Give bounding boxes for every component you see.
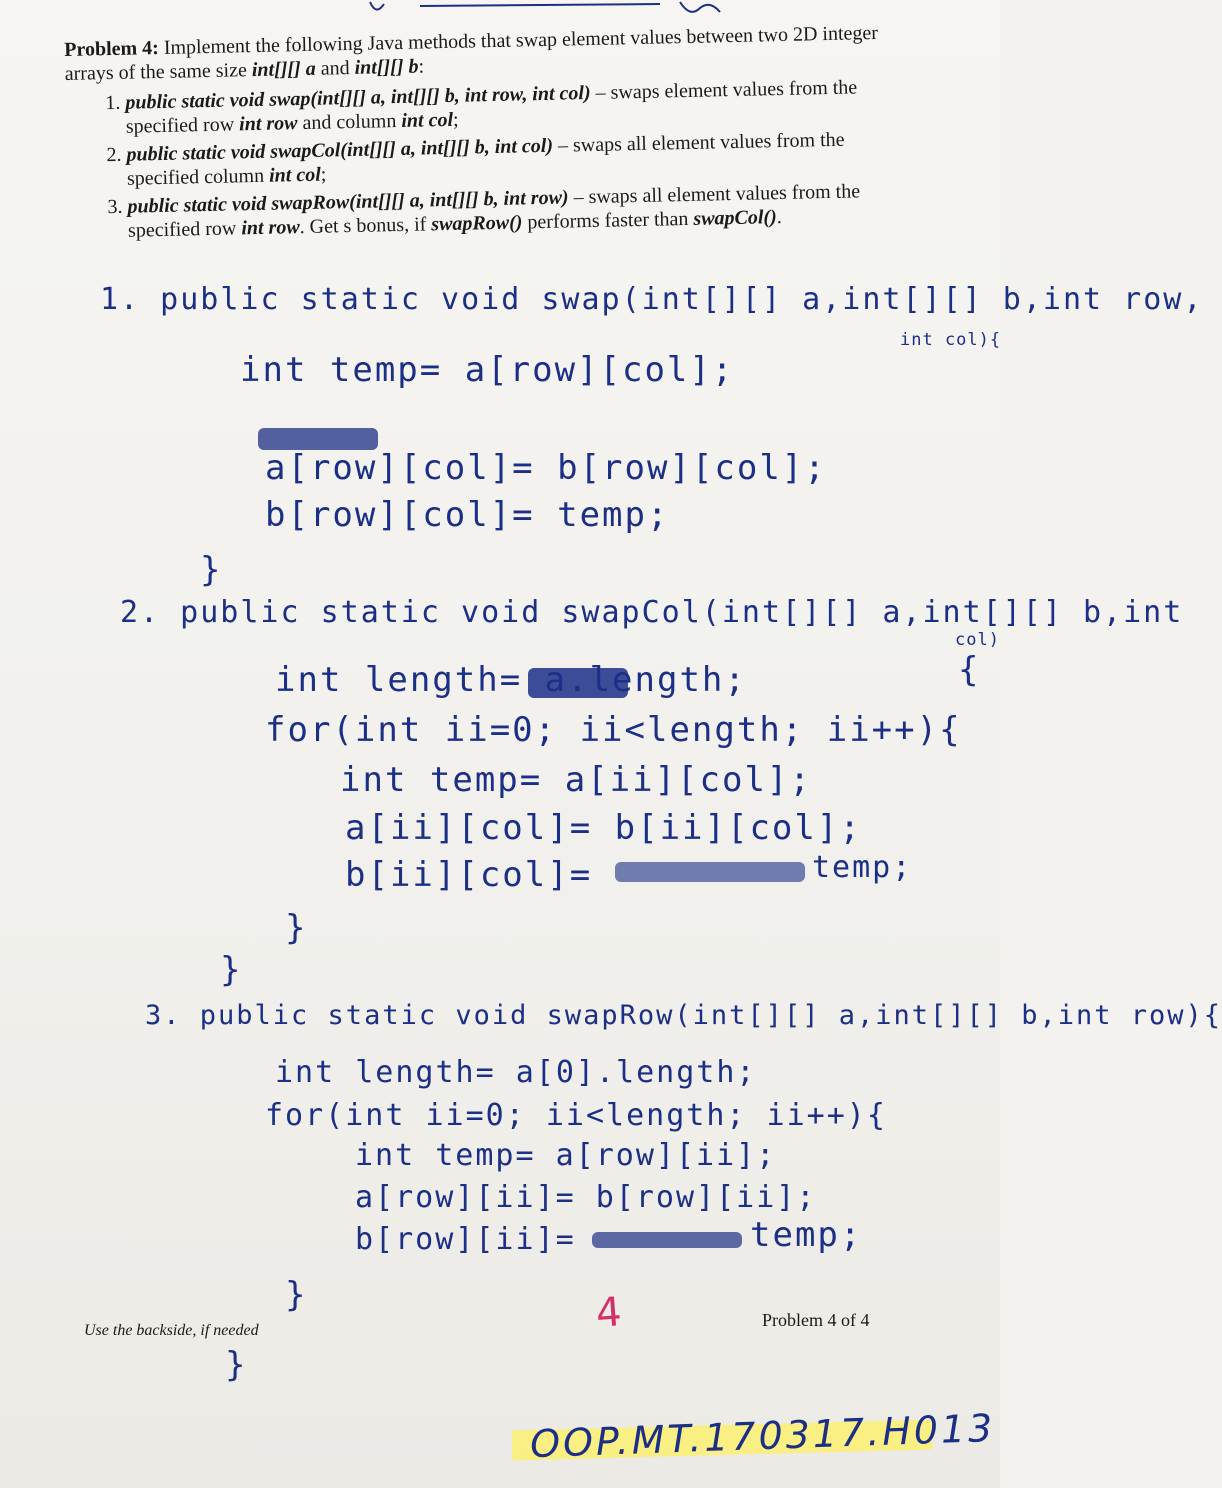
problem-statement: Problem 4: Implement the following Java … (64, 20, 918, 248)
answer2-temp-value: temp; (812, 850, 913, 885)
crossed-out-scribble (528, 668, 628, 698)
answer2-signature-cont: col) (955, 630, 1000, 650)
exam-id-stamp: OOP.MT.170317.H013 (529, 1405, 997, 1467)
answer3-for-line: for(int ii=0; ii<length; ii++){ (265, 1098, 887, 1133)
footer-backside-note: Use the backside, if needed (84, 1322, 259, 1339)
answer3-signature: 3. public static void swapRow(int[][] a,… (145, 1000, 1222, 1031)
answer2-for-line: for(int ii=0; ii<length; ii++){ (265, 710, 962, 750)
problem-heading: Problem 4: (64, 37, 160, 61)
crossed-out-scribble (615, 862, 805, 882)
answer1-assign-a: a[row][col]= b[row][col]; (265, 448, 827, 488)
answer2-close-brace: } (220, 950, 243, 990)
answer2-temp-line: int temp= a[ii][col]; (340, 760, 812, 800)
top-scribble-mark (369, 1, 721, 13)
answer2-length-line: int length= a.length; (275, 660, 747, 700)
answer3-temp-line: int temp= a[row][ii]; (355, 1138, 777, 1173)
problem-items: public static void swap(int[][] a, int[]… (65, 74, 918, 244)
answer3-close-brace: } (225, 1345, 248, 1385)
crossed-out-scribble (592, 1232, 742, 1248)
answer1-signature: 1. public static void swap(int[][] a,int… (100, 282, 1204, 317)
answer2-open-brace: { (958, 650, 981, 690)
answer2-assign-a: a[ii][col]= b[ii][col]; (345, 808, 862, 848)
answer1-temp-line: int temp= a[row][col]; (240, 350, 735, 390)
crossed-out-scribble (258, 428, 378, 450)
footer-page-counter: Problem 4 of 4 (762, 1310, 870, 1330)
answer2-for-close: } (285, 908, 308, 948)
grade-mark: 4 (594, 1289, 624, 1337)
answer3-temp-value: temp; (750, 1215, 863, 1255)
answer2-signature: 2. public static void swapCol(int[][] a,… (120, 595, 1184, 630)
answer1-close-brace: } (200, 550, 223, 590)
answer2-assign-b: b[ii][col]= (345, 855, 593, 895)
answer1-signature-cont: int col){ (900, 330, 1002, 350)
answer3-assign-b: b[row][ii]= (355, 1222, 576, 1257)
answer3-length-line: int length= a[0].length; (275, 1055, 757, 1090)
answer3-assign-a: a[row][ii]= b[row][ii]; (355, 1180, 817, 1215)
answer1-assign-b: b[row][col]= temp; (265, 495, 670, 535)
exam-page: Problem 4: Implement the following Java … (0, 0, 1000, 1488)
answer3-for-close: } (285, 1275, 308, 1315)
